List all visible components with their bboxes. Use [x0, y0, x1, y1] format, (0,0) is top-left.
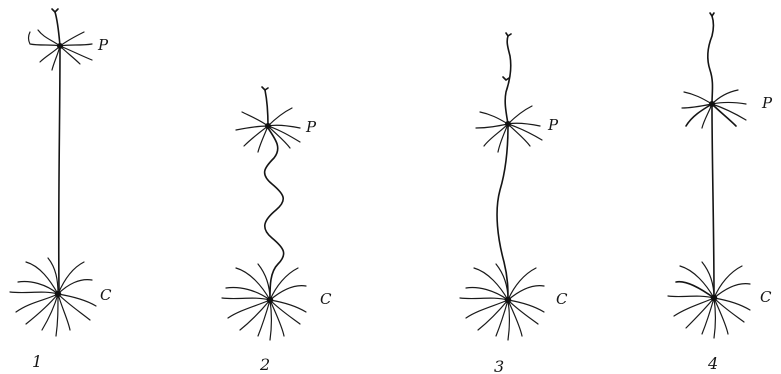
figure-number: 1 — [32, 352, 42, 371]
lower-cell — [10, 258, 96, 336]
figure-1: P C 1 — [10, 9, 112, 371]
figure-3: P C 3 — [460, 33, 568, 374]
figure-2: P C 2 — [222, 87, 332, 374]
upper-cell — [682, 13, 746, 128]
connector — [497, 126, 508, 298]
figure-number: 4 — [707, 354, 718, 373]
lower-cell — [668, 262, 750, 338]
label-p: P — [97, 36, 109, 54]
label-c: C — [556, 290, 568, 308]
lower-cell — [222, 264, 306, 340]
figure-number: 3 — [494, 357, 504, 374]
label-p: P — [547, 116, 559, 134]
connector — [265, 128, 284, 298]
label-p: P — [761, 94, 773, 112]
label-c: C — [760, 288, 772, 306]
connector — [712, 106, 714, 296]
label-c: C — [320, 290, 332, 308]
figure-number: 2 — [259, 355, 270, 374]
upper-cell — [236, 87, 300, 152]
label-c: C — [100, 286, 112, 304]
connector — [59, 48, 60, 290]
figure-4: P C 4 — [668, 13, 773, 373]
upper-cell — [476, 33, 542, 152]
lower-cell — [460, 264, 544, 340]
label-p: P — [305, 118, 317, 136]
